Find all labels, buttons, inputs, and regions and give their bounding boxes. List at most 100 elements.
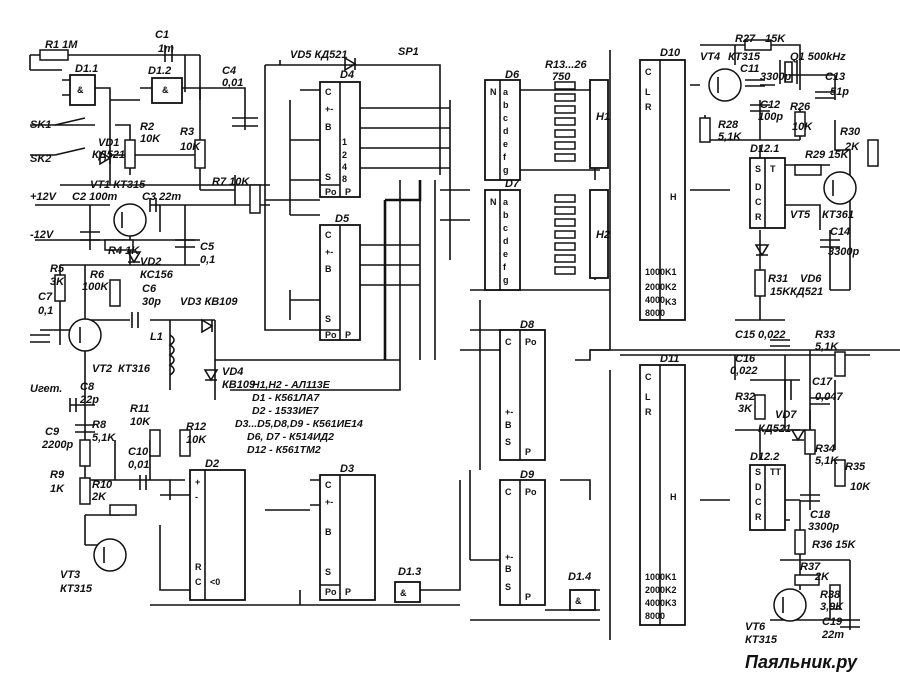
indicator-H1 [589,79,609,169]
label-D6: D6 [505,69,520,81]
svg-text:R: R [755,512,762,522]
resistor-R29 [794,164,822,176]
diode-VD2 [126,251,142,264]
chip-D7 [484,189,521,291]
label-C17v: 0,047 [815,391,843,403]
svg-text:K1: K1 [665,267,677,277]
svg-text:Po: Po [325,330,337,340]
resistor-R34 [804,429,816,455]
svg-text:4000: 4000 [645,295,665,305]
svg-text:a: a [503,197,509,207]
svg-text:&: & [77,85,84,95]
diode-VD4 [203,369,219,382]
svg-text:S: S [325,172,331,182]
capacitor-C9 [75,424,95,433]
svg-text:2000: 2000 [645,585,665,595]
label-C8: C8 [80,381,95,393]
label-SK2: SK2 [30,153,51,165]
legend-line-5: D6, D7 - К514ИД2 [247,431,334,443]
label-R10v: 2K [91,491,107,503]
resistor-R4 [104,239,134,251]
svg-text:1000: 1000 [645,572,665,582]
inductor-L1 [168,334,175,376]
label-C3: C3 22m [142,191,181,203]
label-D1_3: D1.3 [398,566,421,578]
label-VT2: VT2 [92,363,112,375]
svg-text:C: C [645,372,652,382]
diode-VD5 [344,56,357,72]
svg-text:<0: <0 [210,577,220,587]
label-D1_1: D1.1 [75,63,98,75]
label-R2: R2 [140,121,154,133]
resistor-R10 [109,504,137,516]
label-D10: D10 [660,47,681,59]
label-R28: R28 [718,119,739,131]
label-H2: H2 [596,229,610,241]
svg-text:1000: 1000 [645,267,665,277]
svg-text:P: P [525,447,531,457]
label-C12v: 100p [758,111,783,123]
label-VT5t: КТ361 [822,209,854,221]
label-R30: R30 [840,126,861,138]
label-VD4t: КВ109 [222,379,256,391]
svg-text:B: B [325,527,332,537]
transistor-VT1 [113,203,147,237]
svg-text:c: c [503,223,508,233]
label-R26: R26 [790,101,811,113]
svg-text:Po: Po [525,337,537,347]
resistors [39,39,879,610]
label-C15: C15 [735,329,756,341]
label-VT6t: КТ315 [745,634,778,646]
label-C14: C14 [830,226,850,238]
gate-D1_4 [569,589,596,611]
capacitor-C13 [815,91,835,99]
label-R37v: 2K [814,571,830,583]
svg-text:+-: +- [325,497,333,507]
resistor-R11 [149,429,161,457]
svg-text:S: S [505,582,511,592]
label-R33: R33 [815,329,835,341]
label-R36: R36 15K [812,539,856,551]
diode-VD1 [99,150,112,166]
label-R2v: 10K [140,133,161,145]
label-C11v: 3300p [760,71,791,83]
svg-text:P: P [345,330,351,340]
svg-text:+: + [195,477,200,487]
svg-text:2: 2 [342,150,347,160]
label-R10: R10 [92,479,113,491]
resistor-R26 [794,111,806,137]
svg-text:b: b [503,210,509,220]
label-R27v: 15K [765,33,786,45]
label-C5: C5 [200,241,215,253]
label-D2: D2 [205,458,219,470]
chip-D2 [189,469,246,601]
svg-text:T: T [770,164,776,174]
label-C19v: 22m [821,629,844,641]
chip-D3 [319,474,376,601]
legend-line-2: D1 - К561ЛА7 [252,392,321,404]
transistor-VT2 [68,318,102,352]
capacitor-C5 [175,239,195,248]
chip-D8 [499,329,546,461]
label-VD2: VD2 [140,256,161,268]
svg-text:C: C [755,197,762,207]
resistor-R12 [179,429,191,457]
resistor-R31 [754,269,766,297]
gate-D1_2 [151,77,183,104]
label-VD1: VD1 [98,137,119,149]
svg-text:+-: +- [505,407,513,417]
label-VD4: VD4 [222,366,243,378]
label-R13v: 750 [552,71,571,83]
resistor-R32 [754,394,766,420]
label-VD5: VD5 КД521 [290,49,348,61]
label-R6: R6 [90,269,105,281]
resistor-R28 [699,117,711,143]
svg-text:K1: K1 [665,572,677,582]
label-Q1: Q1 500kHz [790,51,846,63]
svg-text:C: C [755,497,762,507]
svg-text:S: S [325,314,331,324]
label-R13: R13...26 [545,59,587,71]
label-D11: D11 [660,353,679,365]
label-D5: D5 [335,213,350,225]
svg-text:+-: +- [325,104,333,114]
